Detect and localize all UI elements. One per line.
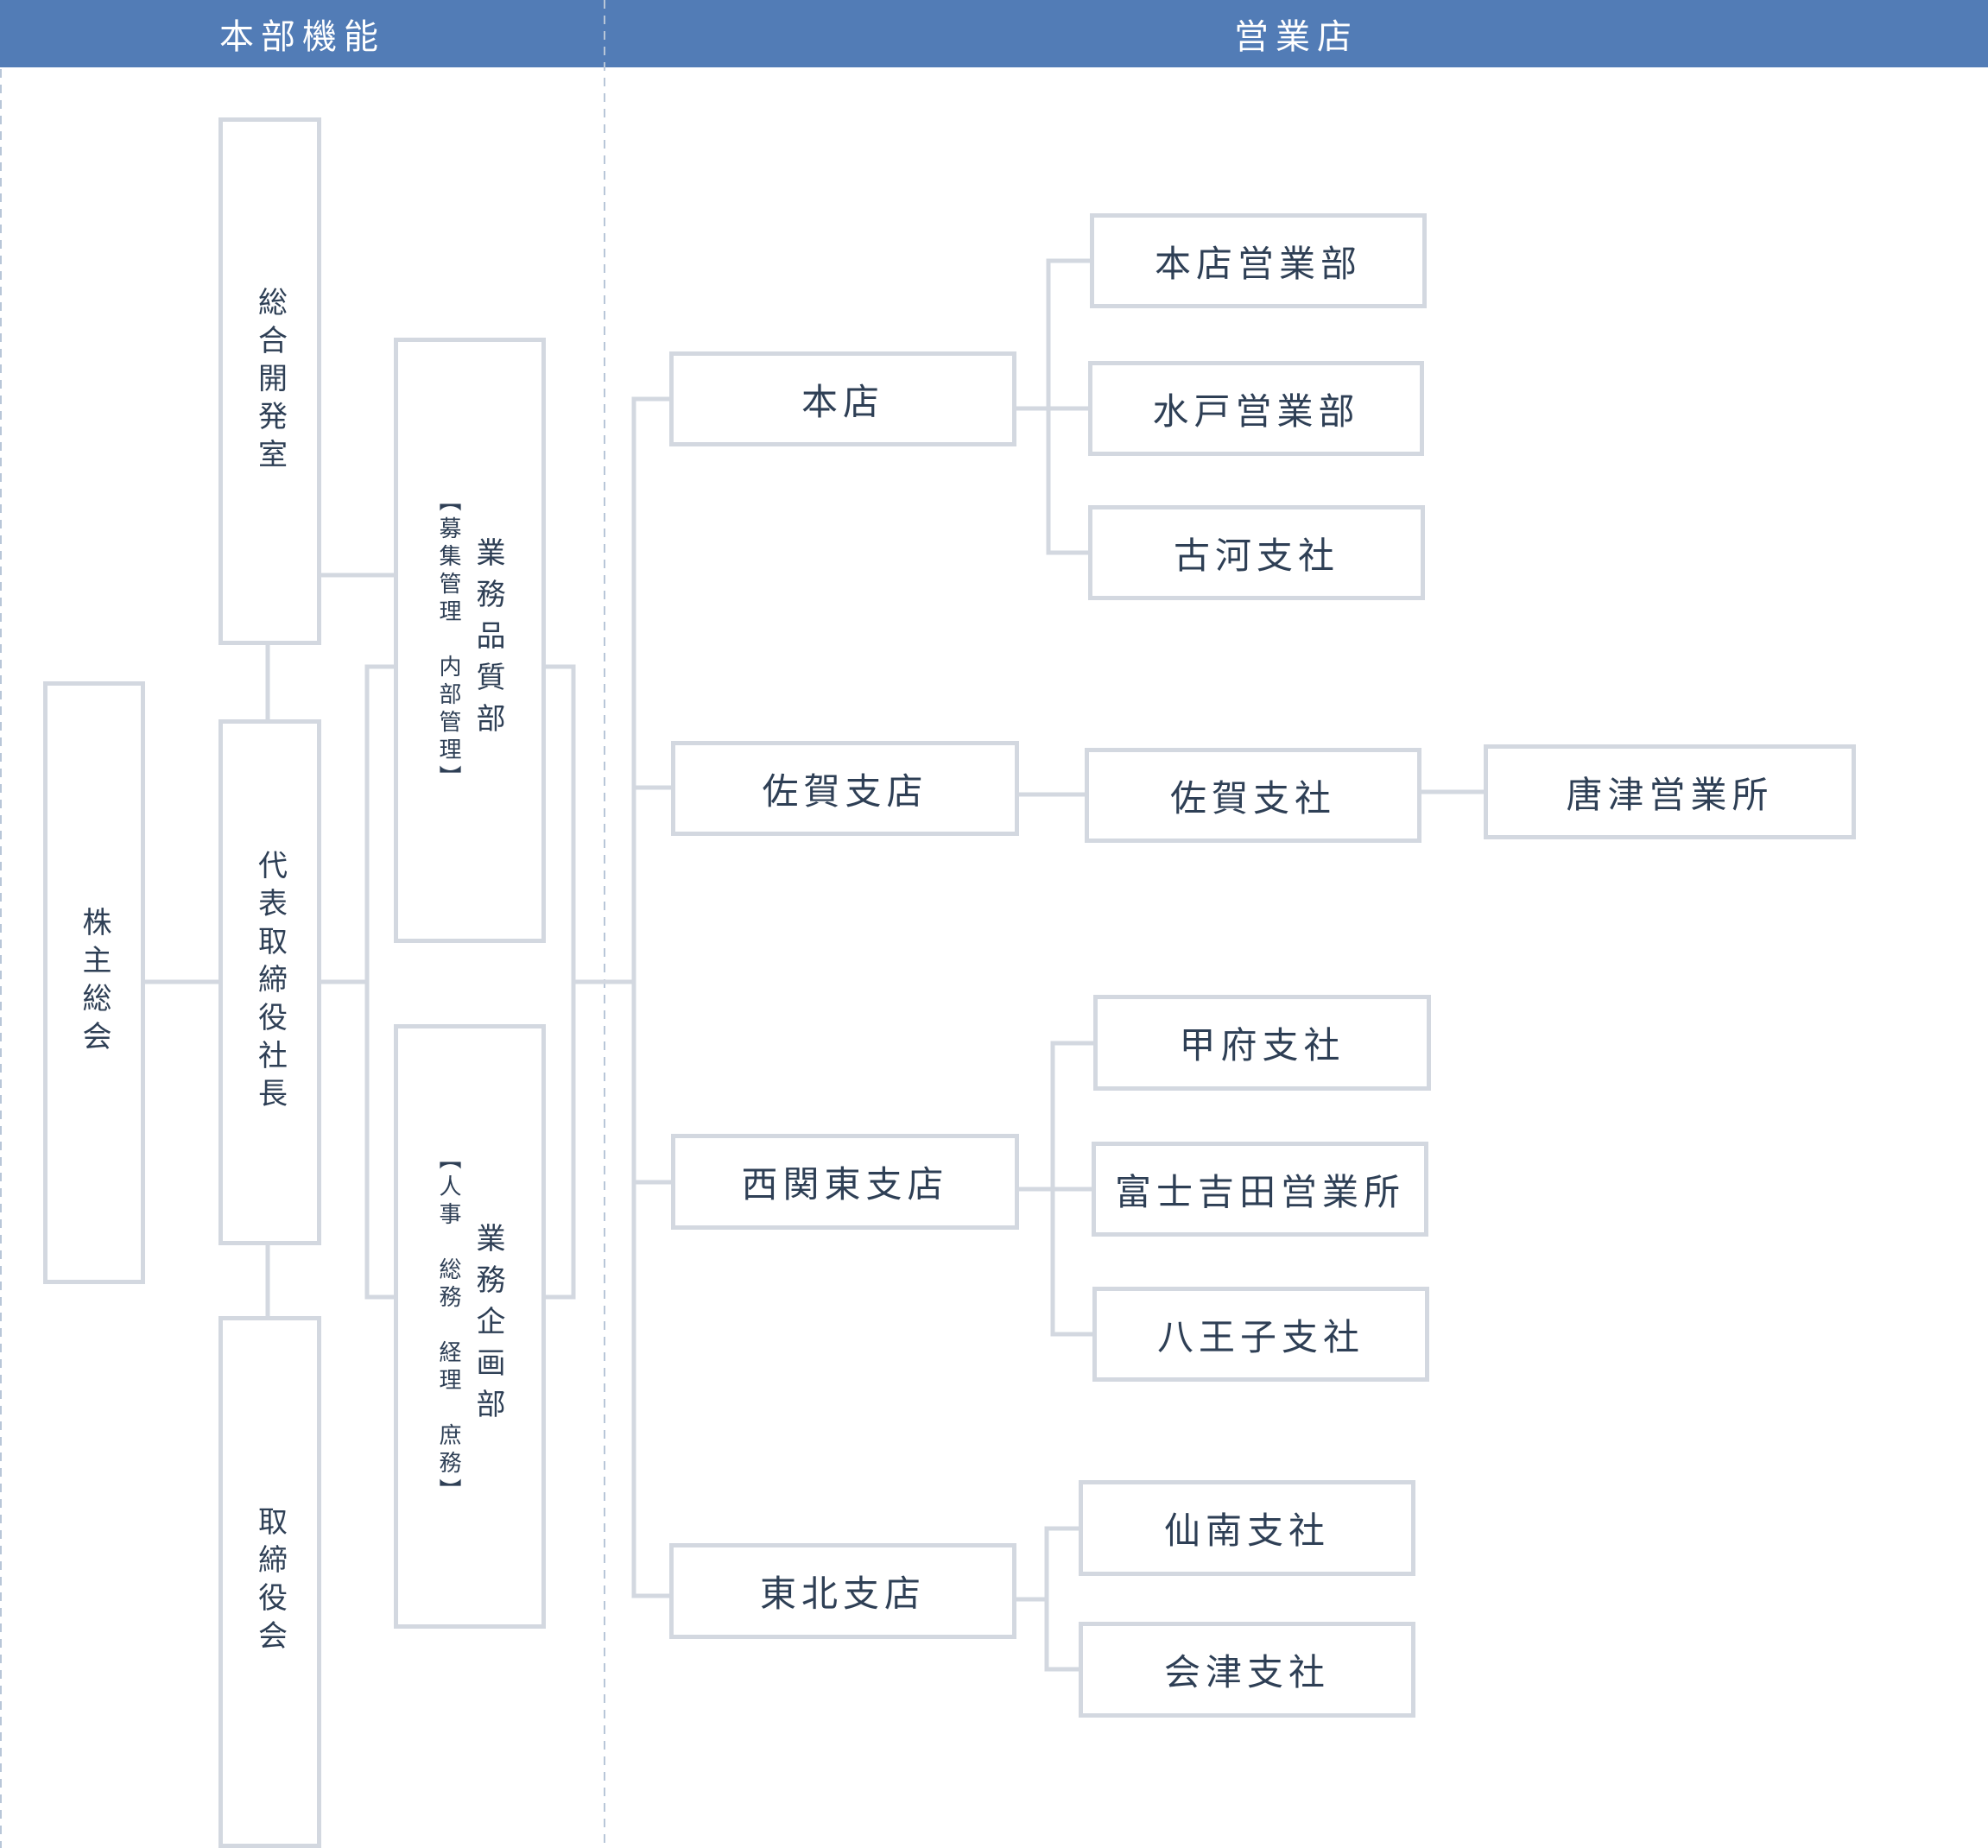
quality-dept-sub: 【募集管理 内部管理】 [435, 488, 461, 793]
tohoku-branch-label: 東北支店 [759, 1573, 926, 1615]
honten-child-3-box: 古河支社 [1088, 505, 1425, 600]
karatsu-office-box: 唐津営業所 [1484, 744, 1856, 839]
honten-child-2-box: 水戸営業部 [1088, 361, 1424, 456]
nishikanto-branch-label: 西関東支店 [741, 1163, 949, 1206]
shareholders-meeting-box: 株主総会 [43, 681, 145, 1284]
header-headquarters-label: 本部機能 [219, 17, 385, 57]
president-box: 代表取締役社長 [218, 719, 321, 1245]
tohoku-child-2-label: 会津支社 [1163, 1651, 1330, 1693]
saga-shisha-box: 佐賀支社 [1085, 748, 1421, 843]
honten-label: 本店 [801, 380, 884, 423]
shareholders-meeting-label: 株主総会 [77, 907, 111, 1059]
tohoku-child-2-box: 会津支社 [1079, 1622, 1415, 1718]
board-label: 取締役会 [252, 1506, 288, 1658]
tohoku-branch-box: 東北支店 [669, 1543, 1016, 1639]
nishikanto-branch-box: 西関東支店 [671, 1134, 1019, 1230]
board-box: 取締役会 [218, 1316, 321, 1848]
nishikanto-child-2-box: 富士吉田営業所 [1092, 1142, 1428, 1237]
planning-dept-title: 業務企画部 [471, 1223, 505, 1430]
planning-dept-box: 業務企画部 【人事 総務 経理 庶務】 [394, 1024, 546, 1629]
saga-branch-box: 佐賀支店 [671, 741, 1019, 836]
saga-branch-label: 佐賀支店 [762, 769, 928, 813]
tohoku-child-1-box: 仙南支社 [1079, 1480, 1415, 1576]
development-office-box: 総合開発室 [218, 117, 321, 645]
president-label: 代表取締役社長 [252, 849, 288, 1116]
nishikanto-child-1-box: 甲府支社 [1093, 995, 1431, 1091]
development-office-label: 総合開発室 [252, 286, 288, 477]
planning-dept-text: 業務企画部 【人事 総務 経理 庶務】 [435, 1147, 505, 1506]
quality-dept-text: 業務品質部 【募集管理 内部管理】 [435, 488, 505, 793]
header-stores-label: 営業店 [1234, 17, 1358, 57]
quality-dept-box: 業務品質部 【募集管理 内部管理】 [394, 338, 546, 943]
nishikanto-child-3-label: 八王子支社 [1156, 1315, 1364, 1358]
header-headquarters: 本部機能 [0, 0, 605, 67]
honten-child-1-label: 本店営業部 [1154, 242, 1362, 285]
honten-box: 本店 [669, 351, 1016, 446]
header-stores: 営業店 [605, 0, 1988, 67]
honten-child-1-box: 本店営業部 [1090, 213, 1427, 308]
nishikanto-child-3-box: 八王子支社 [1092, 1287, 1429, 1382]
karatsu-office-label: 唐津営業所 [1566, 773, 1774, 816]
nishikanto-child-2-label: 富士吉田営業所 [1114, 1170, 1405, 1213]
planning-dept-sub: 【人事 総務 経理 庶務】 [435, 1147, 461, 1506]
nishikanto-child-1-label: 甲府支社 [1179, 1024, 1345, 1066]
tohoku-child-1-label: 仙南支社 [1163, 1509, 1330, 1552]
quality-dept-title: 業務品質部 [471, 536, 505, 744]
honten-child-3-label: 古河支社 [1173, 534, 1339, 577]
honten-child-2-label: 水戸営業部 [1152, 389, 1360, 433]
saga-shisha-label: 佐賀支社 [1169, 776, 1336, 820]
